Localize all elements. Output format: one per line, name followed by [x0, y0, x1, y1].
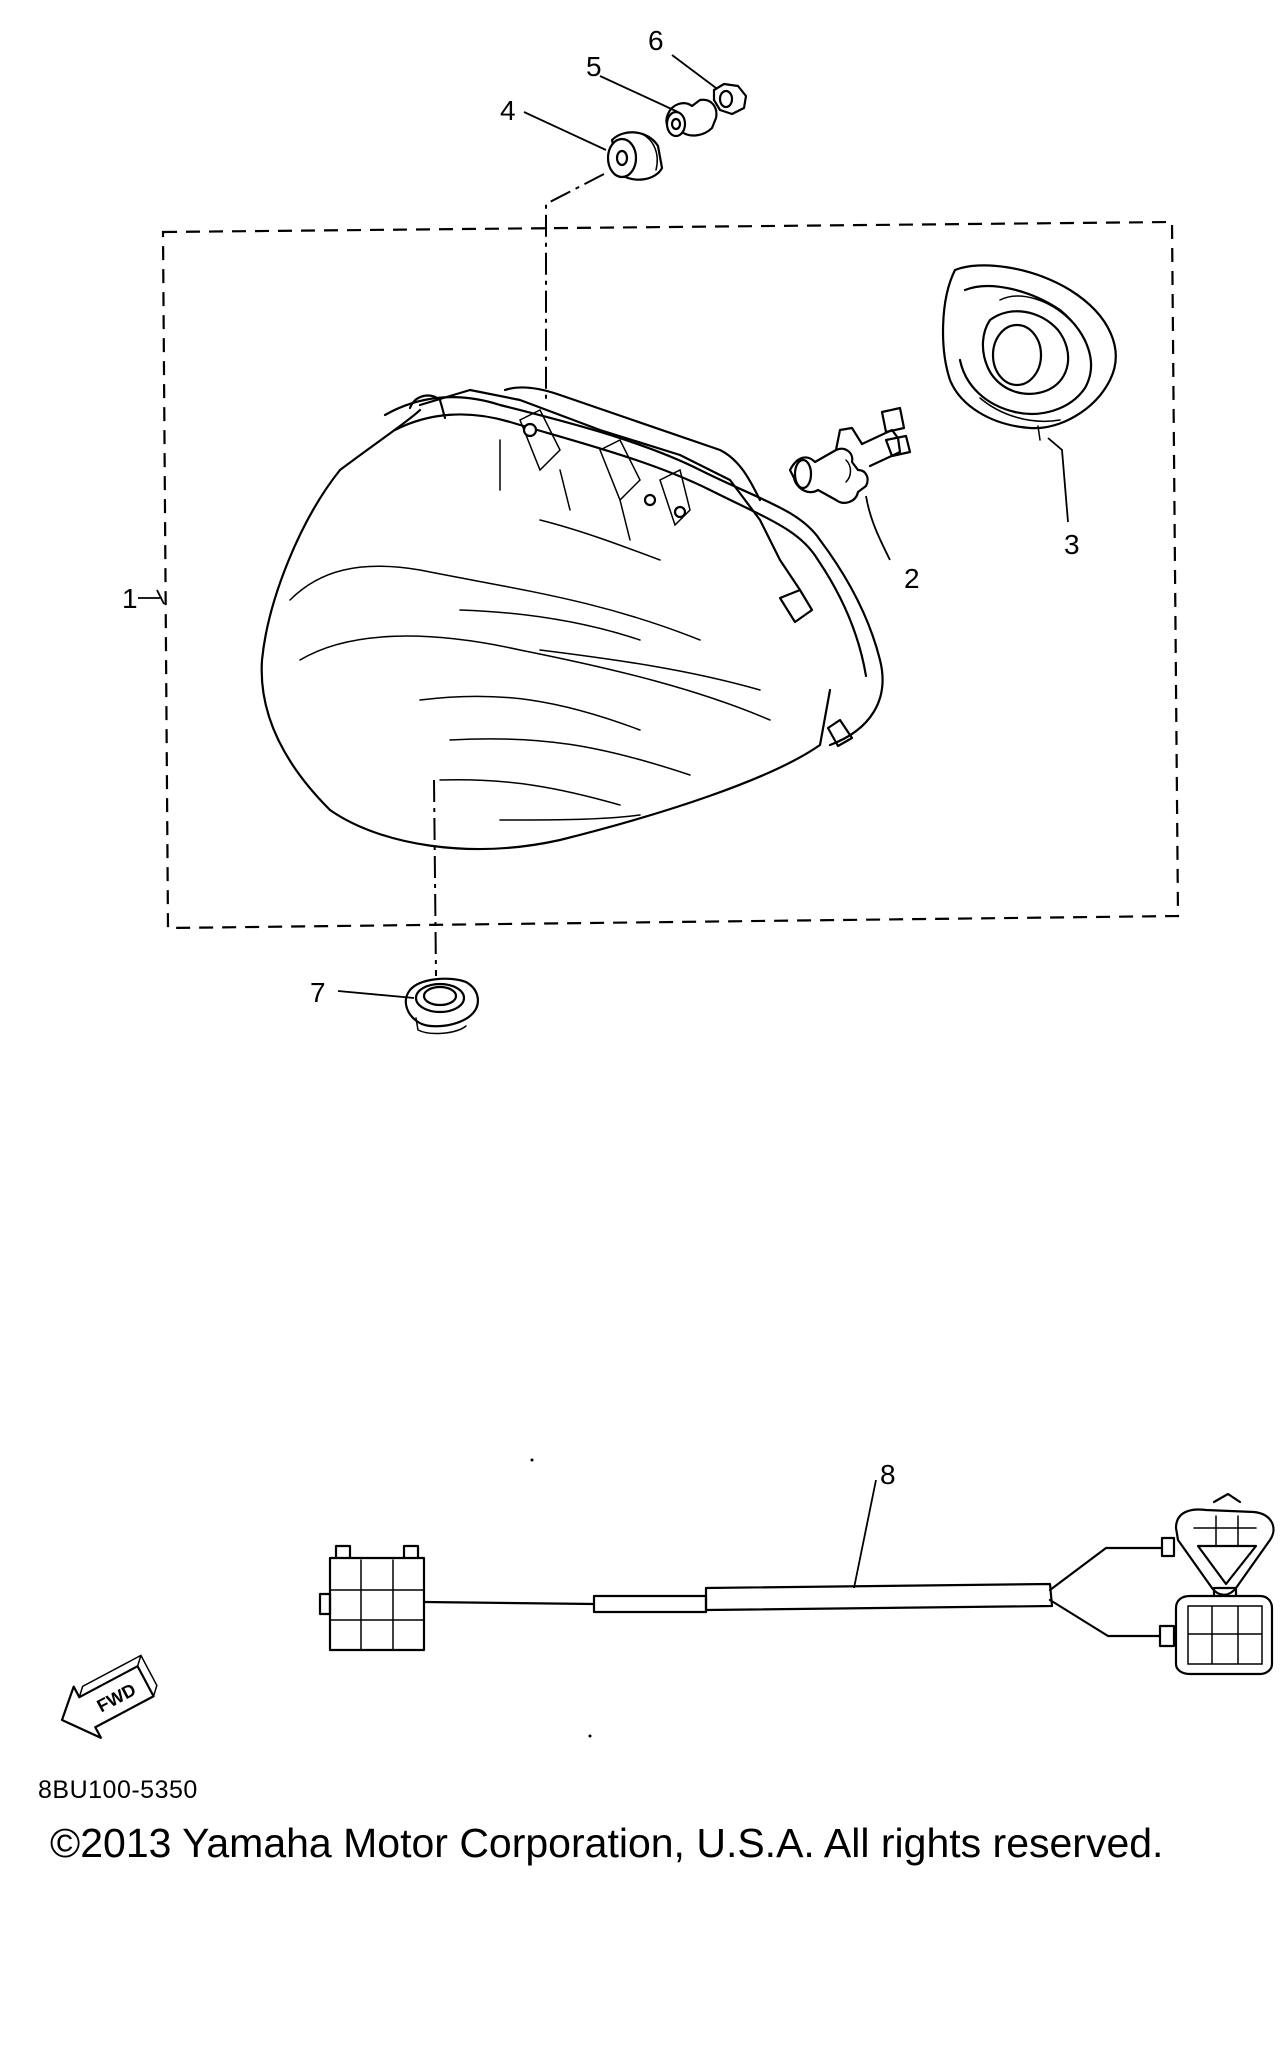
wire-harness-icon[interactable]: [318, 1492, 1275, 1676]
diagram-code: 8BU100-5350: [38, 1776, 198, 1804]
fwd-arrow-icon: FWD: [60, 1654, 158, 1739]
headlight-assembly-icon[interactable]: [260, 386, 884, 851]
bulb-cover-icon[interactable]: [941, 264, 1117, 441]
callout-3: 3: [1064, 529, 1080, 560]
collar-icon[interactable]: [665, 98, 718, 138]
halogen-bulb-icon[interactable]: [788, 406, 912, 504]
copyright-notice: ©2013 Yamaha Motor Corporation, U.S.A. A…: [50, 1820, 1164, 1866]
grommet-icon[interactable]: [606, 131, 664, 181]
cap-icon[interactable]: [404, 977, 479, 1035]
nut-icon[interactable]: [712, 82, 748, 116]
callout-8: 8: [880, 1459, 896, 1490]
callout-4: 4: [500, 95, 516, 126]
callout-1: 1: [122, 583, 138, 614]
callout-7: 7: [310, 977, 326, 1008]
callout-6: 6: [648, 25, 664, 56]
callout-2: 2: [904, 563, 920, 594]
callout-5: 5: [586, 51, 602, 82]
assembly-boundary: [161, 220, 1180, 930]
